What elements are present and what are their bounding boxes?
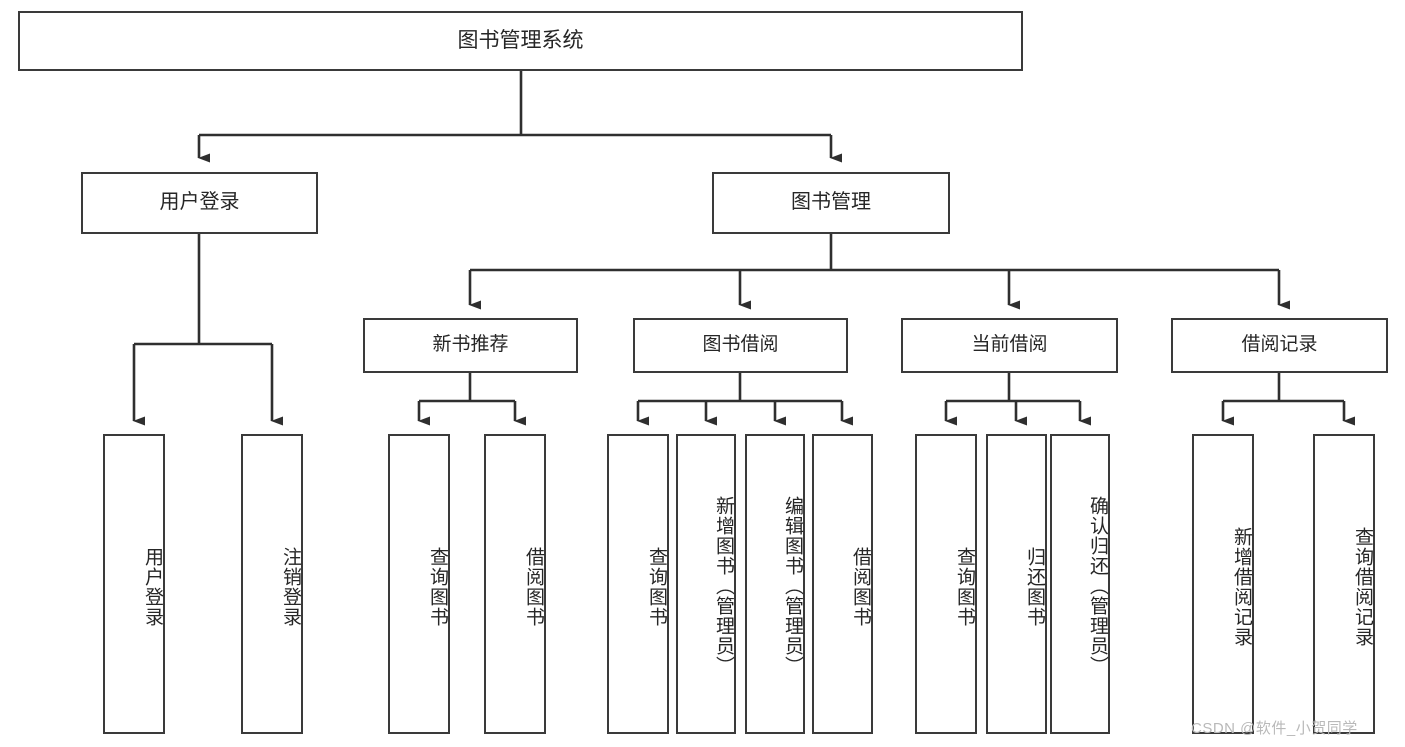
node-book-management[interactable]: 图书管理: [712, 172, 950, 234]
node-label: 用户登录: [142, 547, 163, 627]
node-label: 新增借阅记录: [1231, 527, 1252, 647]
node-label: 图书管理系统: [457, 28, 584, 52]
leaf-add-book-admin[interactable]: 新增图书（管理员）: [676, 434, 736, 734]
leaf-edit-book-admin[interactable]: 编辑图书（管理员）: [745, 434, 805, 734]
leaf-query-books-borrowing[interactable]: 查询图书: [607, 434, 669, 734]
node-label: 注销登录: [280, 547, 301, 627]
node-label: 新增图书（管理员）: [713, 496, 734, 676]
leaf-add-borrow-record[interactable]: 新增借阅记录: [1192, 434, 1254, 734]
leaf-borrow-books-borrowing[interactable]: 借阅图书: [812, 434, 873, 734]
node-label: 借阅记录: [1241, 334, 1318, 356]
leaf-logout[interactable]: 注销登录: [241, 434, 303, 734]
node-label: 图书借阅: [702, 334, 779, 356]
node-label: 归还图书: [1024, 547, 1045, 627]
node-label: 借阅图书: [523, 547, 544, 627]
node-book-borrowing[interactable]: 图书借阅: [633, 318, 848, 373]
leaf-query-books-current[interactable]: 查询图书: [915, 434, 977, 734]
node-label: 查询图书: [646, 547, 667, 627]
node-label: 查询图书: [954, 547, 975, 627]
node-root-book-management-system[interactable]: 图书管理系统: [18, 11, 1023, 71]
leaf-confirm-return-admin[interactable]: 确认归还（管理员）: [1050, 434, 1110, 734]
node-current-borrowing[interactable]: 当前借阅: [901, 318, 1118, 373]
leaf-return-books[interactable]: 归还图书: [986, 434, 1047, 734]
node-label: 用户登录: [159, 191, 240, 214]
node-label: 查询借阅记录: [1352, 527, 1373, 647]
node-label: 确认归还（管理员）: [1087, 496, 1108, 676]
leaf-borrow-books-recommendation[interactable]: 借阅图书: [484, 434, 546, 734]
node-label: 新书推荐: [432, 334, 509, 356]
csdn-watermark: CSDN @软件_小贺同学: [1191, 720, 1358, 737]
node-label: 借阅图书: [850, 547, 871, 627]
node-label: 编辑图书（管理员）: [782, 496, 803, 676]
node-label: 当前借阅: [971, 334, 1048, 356]
leaf-query-borrow-record[interactable]: 查询借阅记录: [1313, 434, 1375, 734]
node-label: 图书管理: [791, 191, 871, 214]
leaf-query-books-recommendation[interactable]: 查询图书: [388, 434, 450, 734]
node-user-login[interactable]: 用户登录: [81, 172, 318, 234]
node-label: 查询图书: [427, 547, 448, 627]
leaf-user-login[interactable]: 用户登录: [103, 434, 165, 734]
node-borrowing-records[interactable]: 借阅记录: [1171, 318, 1388, 373]
node-new-book-recommendation[interactable]: 新书推荐: [363, 318, 578, 373]
